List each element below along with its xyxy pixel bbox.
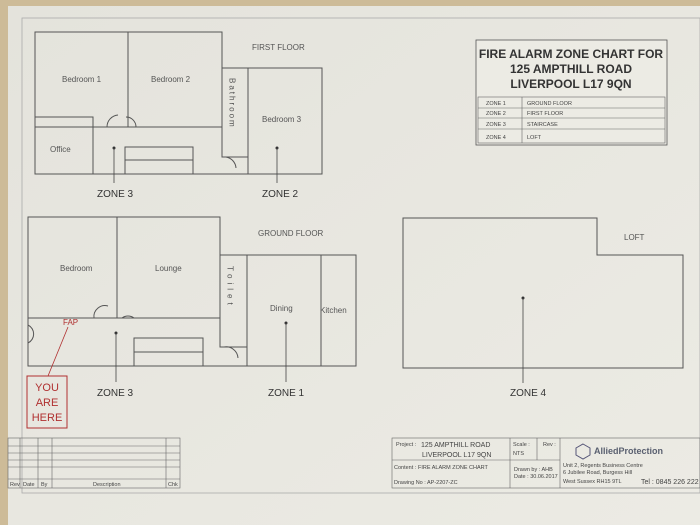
scale-label: Scale :: [513, 442, 530, 448]
scale-value: NTS: [513, 451, 524, 457]
chart-title: 125 AMPTHILL ROAD: [510, 62, 632, 76]
project-value: LIVERPOOL L17 9QN: [422, 452, 491, 459]
chart-title: FIRE ALARM ZONE CHART FOR: [479, 47, 664, 61]
floor-heading: LOFT: [624, 233, 645, 242]
room-label: Toilet: [226, 266, 235, 309]
you-are-here-text: YOU: [35, 382, 59, 394]
fire-alarm-panel-label: FAP: [63, 318, 78, 327]
column-header: Date: [23, 482, 35, 488]
zone-label: ZONE 2: [262, 189, 299, 200]
drawing-border: [21, 17, 700, 494]
you-are-here-text: HERE: [32, 412, 63, 424]
room-label: Bathroom: [228, 78, 237, 129]
drawing-number: Drawing No : AP-2207-ZC: [394, 480, 458, 486]
company-address: 6 Jubilee Road, Burgess Hill: [563, 470, 632, 476]
rev-label: Rev :: [543, 442, 556, 448]
content-label: Content :: [394, 465, 417, 471]
chart-title: LIVERPOOL L17 9QN: [510, 77, 631, 91]
room-label: Dining: [270, 304, 293, 313]
zone-id: ZONE 1: [486, 101, 506, 107]
revision-table: [7, 437, 181, 489]
content-value: FIRE ALARM ZONE CHART: [418, 465, 489, 471]
room-label: Kitchen: [320, 306, 347, 315]
company-address: Unit 2, Regents Business Centre: [563, 463, 643, 469]
you-are-here-text: ARE: [36, 397, 59, 409]
zone-label: ZONE 4: [510, 388, 547, 399]
title-block: Project : 125 AMPTHILL ROAD LIVERPOOL L1…: [391, 437, 700, 489]
column-header: Chk: [168, 482, 178, 488]
zone-chart-legend: FIRE ALARM ZONE CHART FOR 125 AMPTHILL R…: [475, 39, 668, 146]
zone-area: STAIRCASE: [527, 122, 558, 128]
zone-area: GROUND FLOOR: [527, 101, 572, 107]
you-are-here-box: [26, 375, 68, 429]
room-label: Lounge: [155, 264, 182, 273]
zone-id: ZONE 3: [486, 122, 506, 128]
floor-heading: FIRST FLOOR: [252, 43, 305, 52]
room-label: Bedroom 1: [62, 75, 102, 84]
company-logo-icon: [575, 443, 591, 460]
first-floor-plan: Bedroom 1 Bedroom 2 Bedroom 3 Office Bat…: [34, 31, 323, 200]
room-label: Office: [50, 145, 71, 154]
floor-heading: GROUND FLOOR: [258, 229, 324, 238]
company-address: West Sussex RH15 9TL: [563, 479, 622, 485]
room-label: Bedroom: [60, 264, 93, 273]
column-header: Rev: [10, 482, 20, 488]
zone-area: FIRST FLOOR: [527, 111, 563, 117]
zone-id: ZONE 4: [486, 135, 506, 141]
zone-id: ZONE 2: [486, 111, 506, 117]
zone-label: ZONE 1: [268, 388, 305, 399]
column-header: Description: [93, 482, 121, 488]
drawn-by: Drawn by : AHB: [514, 467, 553, 473]
drawing-date: Date : 30.06.2017: [514, 474, 558, 480]
loft-plan: LOFT ZONE 4: [402, 217, 684, 399]
room-label: Bedroom 2: [151, 75, 191, 84]
column-header: By: [41, 482, 48, 488]
ground-floor-plan: Bedroom Lounge Dining Kitchen Toilet GRO…: [26, 216, 357, 429]
company-name: AlliedProtection: [594, 446, 663, 456]
project-value: 125 AMPTHILL ROAD: [421, 442, 490, 449]
company-phone: Tel : 0845 226 222: [641, 479, 699, 486]
zone-area: LOFT: [527, 135, 542, 141]
zone-label: ZONE 3: [97, 189, 134, 200]
zone-label: ZONE 3: [97, 388, 134, 399]
room-label: Bedroom 3: [262, 115, 302, 124]
project-label: Project :: [396, 442, 417, 448]
